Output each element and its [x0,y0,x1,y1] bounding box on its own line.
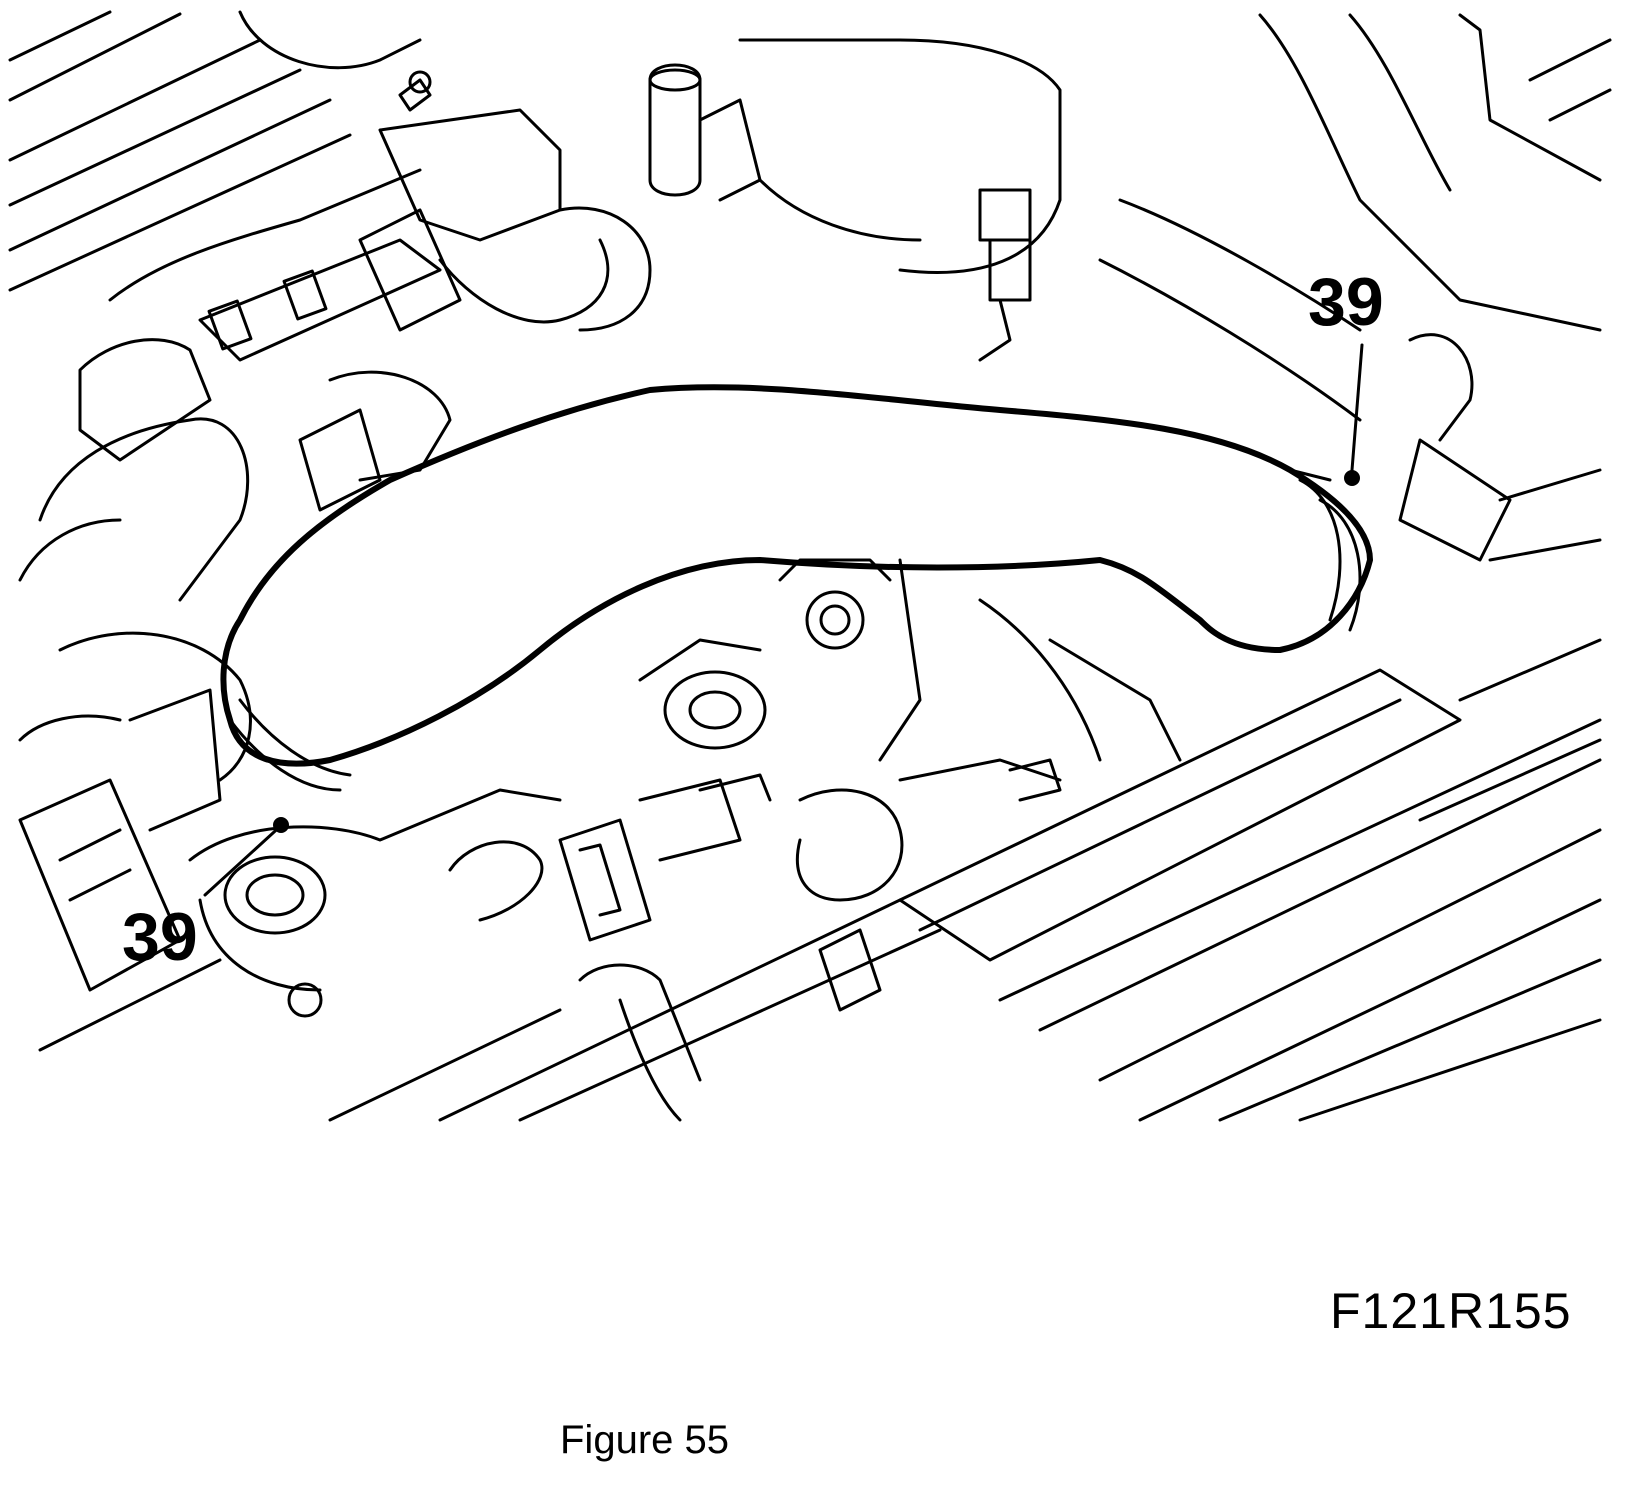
callout-39-left: 39 [122,899,198,975]
hose-clamps [228,468,1362,792]
callout-dot-left [273,817,289,833]
connector-cluster-top [358,38,1062,362]
left-connectors [18,338,452,992]
figure-reference-code: F121R155 [1330,1283,1572,1339]
upper-left-ribs [8,10,352,292]
intake-hose-outline [220,384,1373,767]
lower-hoses [578,758,1062,1122]
engine-bay-illustration: 39 39 [8,10,1612,1122]
callout-dot-right [1344,470,1360,486]
center-components [638,558,1182,762]
lower-left-bars [38,898,942,1122]
figure-caption: Figure 55 [560,1418,729,1462]
engine-block-left [108,10,442,362]
lower-bracket [188,773,772,1018]
radiator-bars [898,638,1602,1122]
right-housing [1098,13,1612,562]
callout-leaders [203,343,1364,897]
callout-39-right: 39 [1308,264,1384,340]
